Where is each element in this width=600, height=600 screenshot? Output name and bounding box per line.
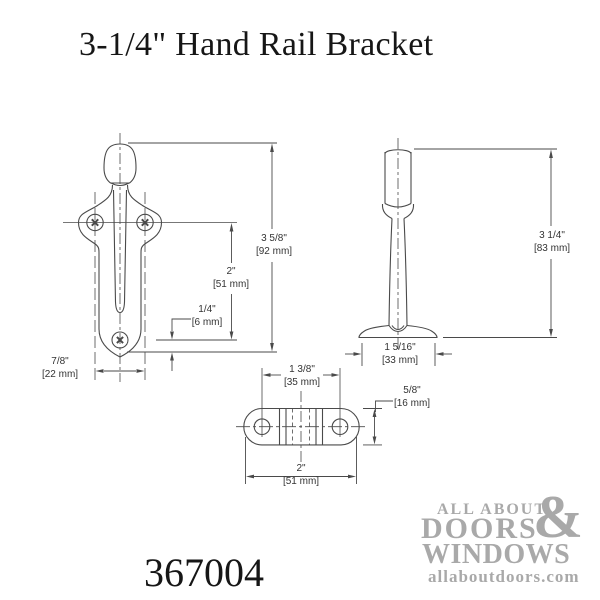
dim-plan-hole-spacing: 1 3/8" [35 mm] xyxy=(283,364,321,388)
side-stem xyxy=(388,218,408,326)
plan-dimensions xyxy=(245,373,393,484)
plan-centerlines xyxy=(236,368,366,464)
side-rail-socket-cylinder xyxy=(384,149,412,208)
side-base xyxy=(358,324,438,339)
logo-website: allaboutdoors.com xyxy=(428,567,580,586)
side-cup xyxy=(381,203,415,219)
plan-base-plate xyxy=(243,407,360,446)
front-plate-outline-right xyxy=(119,184,163,358)
front-screw-hole-bottom xyxy=(111,331,129,349)
side-view xyxy=(358,138,438,350)
front-centerlines xyxy=(63,133,237,383)
front-screw-hole-right xyxy=(136,213,154,232)
dim-front-tip-offset: 1/4" [6 mm] xyxy=(191,304,223,328)
dim-front-hole-span: 2" [51 mm] xyxy=(212,266,250,290)
dim-side-height: 3 1/4" [83 mm] xyxy=(533,230,571,254)
plan-stem-section-lines xyxy=(278,408,324,445)
front-screw-hole-left xyxy=(86,213,104,232)
plan-view xyxy=(236,368,366,464)
front-plate-outline-left xyxy=(77,184,121,358)
front-view xyxy=(63,133,237,383)
front-knob-underside xyxy=(110,182,130,187)
dim-plan-depth: 5/8" [16 mm] xyxy=(393,385,431,409)
front-dimensions xyxy=(95,142,277,373)
logo-ampersand: & xyxy=(533,484,583,550)
front-rib xyxy=(112,189,128,314)
dim-plan-length: 2" [51 mm] xyxy=(282,463,320,487)
dim-front-width: 7/8" [22 mm] xyxy=(41,356,79,380)
logo-doors: DOORS xyxy=(421,512,538,545)
dim-side-base-width: 1 5/16" [33 mm] xyxy=(381,342,419,366)
page-title: 3-1/4" Hand Rail Bracket xyxy=(79,26,434,63)
dim-front-overall-height: 3 5/8" [92 mm] xyxy=(255,233,293,257)
part-number: 367004 xyxy=(144,550,264,595)
logo-all-about: ALL ABOUT xyxy=(437,501,548,518)
front-knob xyxy=(103,143,137,184)
logo-windows: WINDOWS xyxy=(422,539,571,570)
side-dimensions xyxy=(345,148,557,366)
